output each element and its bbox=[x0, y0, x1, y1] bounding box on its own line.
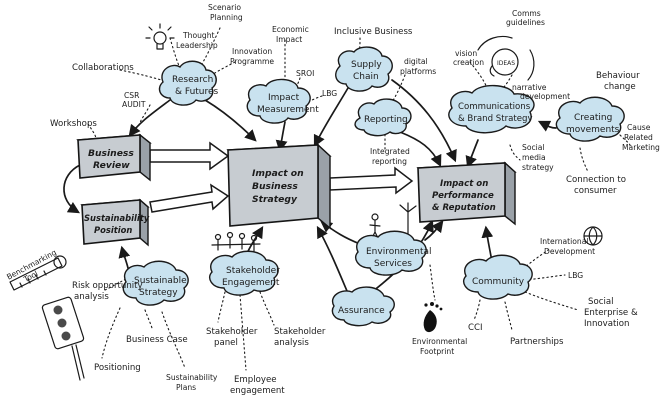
supply-chain-label: Supply Chain bbox=[351, 60, 385, 82]
globe-icon bbox=[583, 226, 603, 246]
cloud-assurance: Assurance bbox=[331, 286, 395, 327]
impact-performance-label: Impact on Performance & Reputation bbox=[432, 179, 497, 213]
assurance-label: Assurance bbox=[338, 306, 385, 316]
lightbulb-icon bbox=[145, 23, 175, 50]
behaviour-change-label: Behaviour change bbox=[596, 71, 642, 92]
innovation-programme-label: Innovation Programme bbox=[230, 47, 275, 66]
measuring-tape-icon bbox=[9, 255, 67, 291]
community-label: Community bbox=[472, 277, 525, 287]
impact-strategy-label: Impact on Business Strategy bbox=[252, 168, 307, 205]
narrative-development-label: narrative development bbox=[512, 83, 570, 101]
partnerships-label: Partnerships bbox=[510, 337, 564, 347]
comms-guidelines-label: Comms guidelines bbox=[506, 9, 545, 27]
people-chain-icon bbox=[211, 231, 261, 252]
arrow-research-to-strategy bbox=[204, 99, 257, 142]
collaborations-label: Collaborations bbox=[72, 63, 134, 73]
wind-turbine-icon bbox=[399, 202, 417, 241]
sustainability-position-label: Sustainability Position bbox=[84, 213, 152, 235]
sustainability-plans-label: Sustainability Plans bbox=[166, 373, 220, 392]
cloud-research-futures: Research & Futures bbox=[158, 60, 219, 106]
footprint-icon bbox=[423, 302, 443, 333]
flow-arrow-strategy-to-performance bbox=[329, 166, 414, 195]
business-review-label: Business Review bbox=[88, 148, 137, 171]
workshops-label: Workshops bbox=[50, 119, 97, 129]
sroi-label: SROI bbox=[296, 69, 314, 78]
arrow-research-to-review bbox=[128, 99, 171, 137]
research-futures-label: Research & Futures bbox=[172, 75, 219, 97]
cloud-creating-movements: Creating movements bbox=[555, 96, 625, 142]
flow-arrow-review-to-strategy bbox=[149, 141, 230, 171]
arrow-reporting-to-performance bbox=[399, 131, 442, 168]
stakeholder-analysis-label: Stakeholder analysis bbox=[274, 327, 328, 348]
cloud-environmental-services: Environmental Services bbox=[354, 230, 434, 276]
ideas-label: IDEAS bbox=[497, 60, 515, 67]
arrow-environmental-to-performance bbox=[424, 220, 444, 241]
traffic-light-icon bbox=[41, 296, 85, 381]
integrated-reporting-label: Integrated reporting bbox=[370, 147, 412, 166]
arrow-comms-to-performance bbox=[465, 139, 479, 169]
arrow-strategy-to-position bbox=[118, 245, 131, 269]
sustainable-strategy-label: Sustainable Strategy bbox=[134, 276, 190, 298]
arrow-review-to-position bbox=[63, 164, 81, 214]
international-development-label: International Development bbox=[540, 237, 595, 256]
stakeholder-panel-label: Stakeholder panel bbox=[206, 327, 260, 348]
thought-leadership-label: Thought Leadership bbox=[176, 31, 218, 50]
cloud-supply-chain: Supply Chain bbox=[335, 46, 393, 92]
impact-measurement-label: Impact Measurement bbox=[257, 93, 319, 115]
arrow-movements-to-comms bbox=[537, 120, 557, 132]
arrow-supplychain-to-performance bbox=[391, 79, 457, 163]
cloud-sustainable-strategy: Sustainable Strategy bbox=[122, 260, 190, 306]
arrow-supplychain-to-strategy bbox=[313, 87, 349, 148]
gardener-icon bbox=[369, 213, 381, 241]
business-case-label: Business Case bbox=[126, 335, 188, 345]
cause-related-marketing-label: Cause Related Marketing bbox=[622, 123, 660, 152]
cloud-community: Community bbox=[462, 254, 533, 300]
box-sustainability-position: Sustainability Position bbox=[80, 198, 152, 247]
reporting-label: Reporting bbox=[364, 115, 408, 125]
arrow-assurance-to-strategy bbox=[316, 225, 351, 299]
environmental-services-label: Environmental Services bbox=[366, 247, 434, 269]
cloud-stakeholder-engagement: Stakeholder Engagement bbox=[208, 250, 283, 296]
box-business-review: Business Review bbox=[76, 133, 152, 182]
social-media-strategy-label: Social media strategy bbox=[522, 143, 554, 172]
flow-arrow-position-to-strategy bbox=[149, 183, 230, 213]
lbg-top-label: LBG bbox=[322, 89, 337, 98]
positioning-label: Positioning bbox=[94, 363, 141, 373]
ideas-head-icon: IDEAS bbox=[477, 35, 535, 81]
flow-arrows bbox=[149, 141, 414, 213]
box-impact-strategy: Impact on Business Strategy bbox=[226, 143, 332, 230]
risk-opportunity-label: Risk opportunity analysis bbox=[72, 281, 145, 302]
environmental-footprint-label: Environmental Footprint bbox=[412, 337, 470, 356]
cloud-reporting: Reporting bbox=[354, 98, 412, 137]
cloud-comms-brand: Communications & Brand Strategy bbox=[448, 84, 535, 134]
scenario-planning-label: Scenario Planning bbox=[208, 3, 243, 22]
employee-engagement-label: Employee engagement bbox=[230, 375, 285, 396]
creating-movements-label: Creating movements bbox=[566, 113, 620, 135]
arrow-measurement-to-strategy bbox=[275, 121, 288, 153]
digital-platforms-label: digital platforms bbox=[400, 57, 436, 76]
free-labels: Scenario Planning Thought Leadership Inn… bbox=[5, 3, 660, 396]
connection-to-consumer-label: Connection to consumer bbox=[566, 175, 629, 196]
cloud-impact-measurement: Impact Measurement bbox=[246, 78, 319, 124]
vision-creation-label: vision creation bbox=[453, 49, 484, 67]
stakeholder-engagement-label: Stakeholder Engagement bbox=[222, 266, 283, 288]
cci-label: CCI bbox=[468, 323, 483, 333]
lbg-bottom-label: LBG bbox=[568, 271, 583, 280]
economic-impact-label: Economic Impact bbox=[272, 25, 311, 44]
inclusive-business-label: Inclusive Business bbox=[334, 27, 413, 37]
social-enterprise-label: Social Enterprise & Innovation bbox=[584, 297, 640, 329]
comms-brand-label: Communications & Brand Strategy bbox=[458, 102, 533, 124]
box-impact-performance: Impact on Performance & Reputation bbox=[416, 161, 517, 226]
csr-audit-label: CSR AUDIT bbox=[122, 91, 146, 109]
